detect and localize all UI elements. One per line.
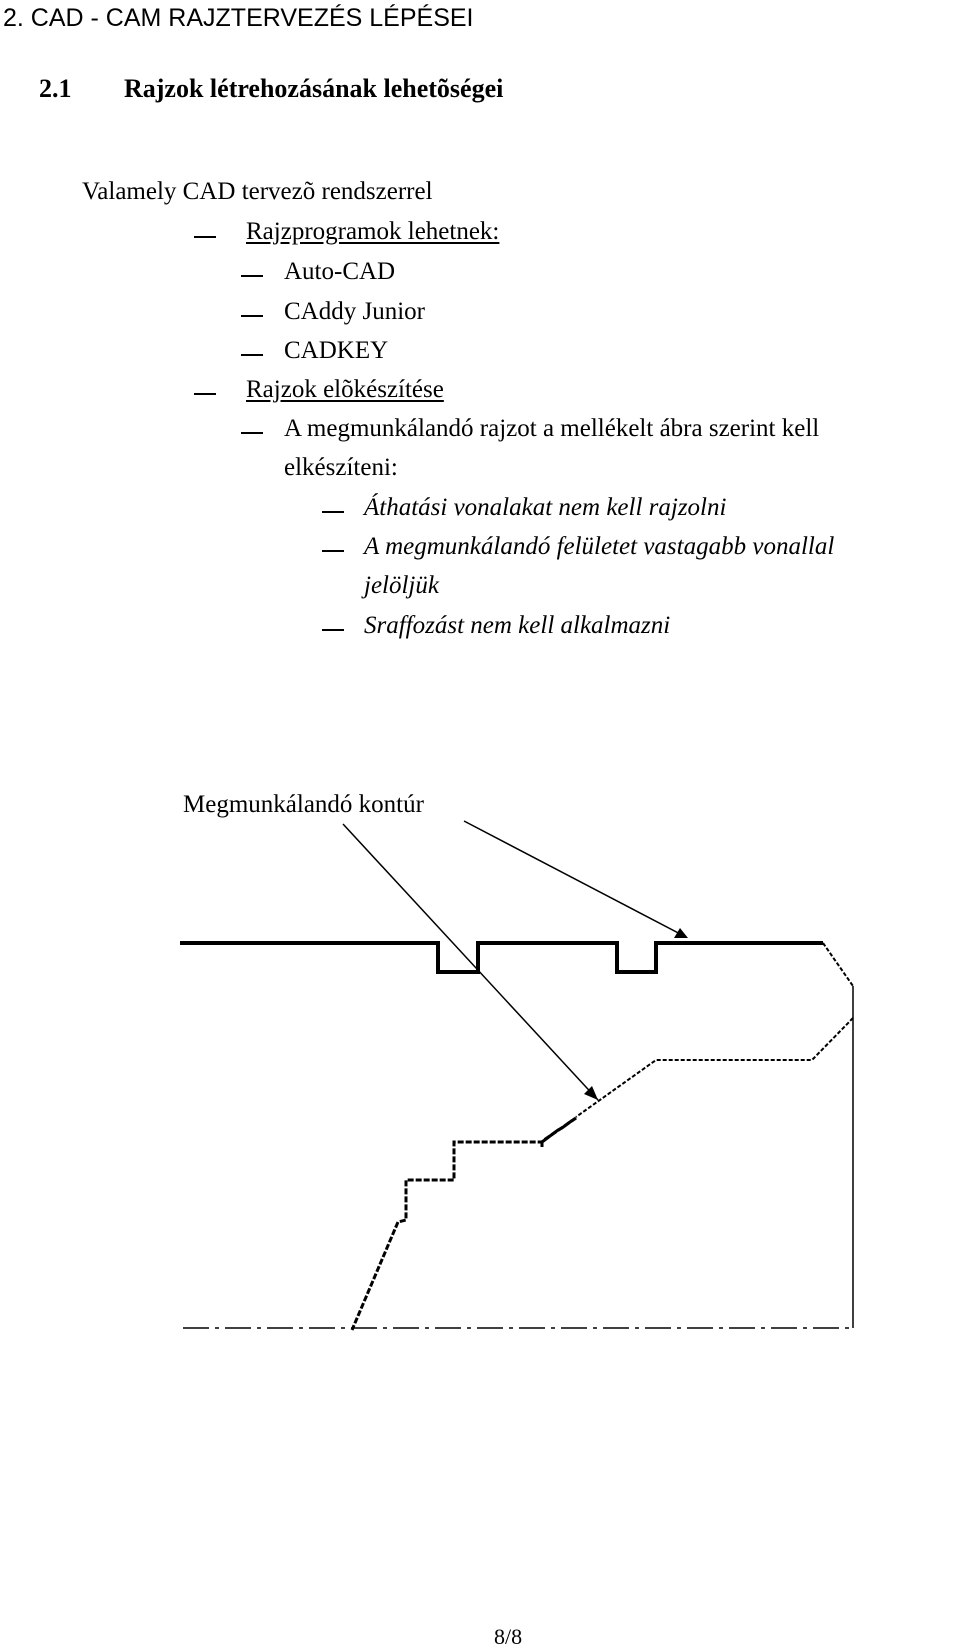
program-item: CAddy Junior (284, 298, 425, 325)
dash-bullet-icon (241, 354, 263, 356)
rule-item: A megmunkálandó felületet vastagabb vona… (364, 533, 835, 560)
section-number: 2.1 (39, 74, 72, 103)
dash-bullet-icon (241, 315, 263, 317)
arrowhead-icon (584, 1086, 598, 1100)
dash-bullet-icon (194, 236, 216, 238)
program-item: CADKEY (284, 337, 389, 364)
taper-to-step (540, 1116, 577, 1147)
prep-item-line2: elkészíteni: (284, 454, 398, 481)
prep-heading: Rajzok elõkészítése (246, 376, 444, 403)
section-title: Rajzok létrehozásának lehetõségei (124, 74, 504, 103)
leader-line-upper (463, 820, 687, 938)
dash-bullet-icon (322, 511, 344, 513)
stepped-inner-contour (350, 1116, 577, 1331)
rule-item: Áthatási vonalakat nem kell rajzolni (364, 494, 727, 521)
rule-item-continuation: jelöljük (364, 572, 439, 599)
figure-label: Megmunkálandó kontúr (183, 791, 424, 818)
dash-bullet-icon (194, 393, 216, 395)
chamfer-top (822, 942, 854, 987)
arrowhead-icon (674, 928, 688, 938)
dash-bullet-icon (241, 432, 263, 434)
dash-bullet-icon (322, 629, 344, 631)
outer-contour (180, 941, 823, 974)
intro-text: Valamely CAD tervezõ rendszerrel (82, 178, 433, 205)
dash-bullet-icon (322, 550, 344, 552)
programs-heading: Rajzprogramok lehetnek: (246, 218, 500, 245)
leader-line-lower (342, 823, 599, 1101)
rule-item: Sraffozást nem kell alkalmazni (364, 612, 671, 639)
prep-item-line1: A megmunkálandó rajzot a mellékelt ábra … (284, 415, 820, 442)
page-number: 8/8 (494, 1624, 523, 1649)
program-item: Auto-CAD (284, 258, 396, 285)
chapter-heading: 2. CAD - CAM RAJZTERVEZÉS LÉPÉSEI (3, 4, 474, 32)
dash-bullet-icon (241, 275, 263, 277)
inner-taper (575, 1017, 854, 1118)
